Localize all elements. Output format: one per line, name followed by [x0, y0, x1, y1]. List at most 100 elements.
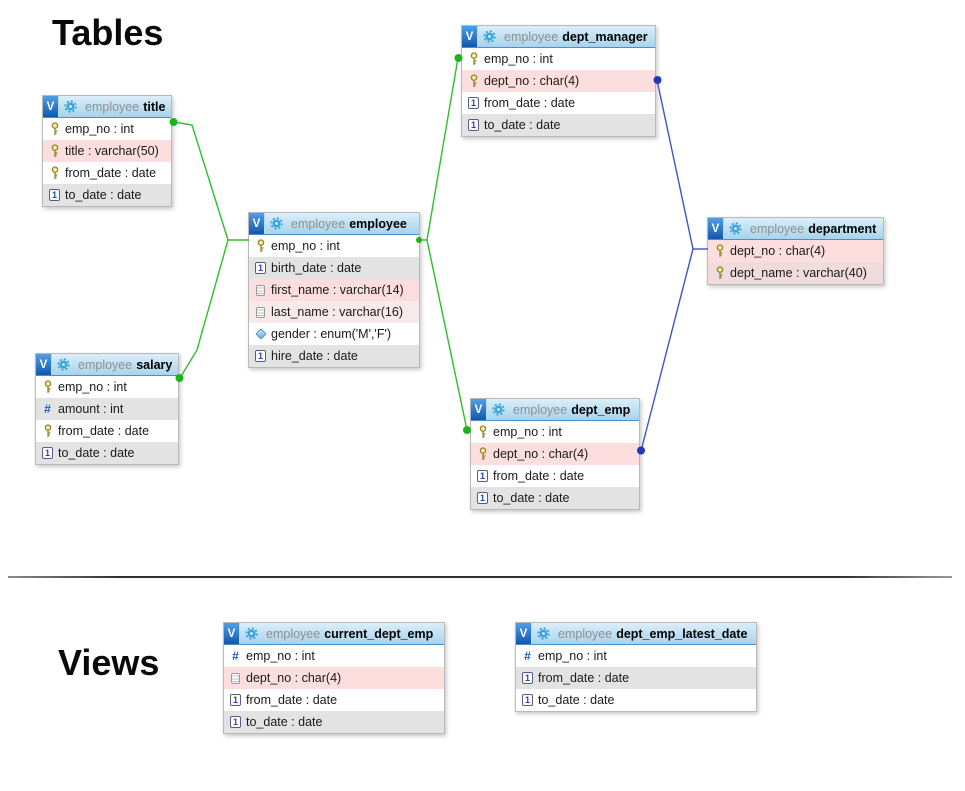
column-row[interactable]: dept_no : char(4)	[224, 667, 444, 689]
primary-key-icon	[476, 425, 489, 440]
date-icon: 1	[42, 447, 53, 459]
column-row[interactable]: 1 birth_date : date	[249, 257, 419, 279]
table-dept-emp: V employee dept_emp emp_no : int dept_no…	[470, 398, 640, 510]
section-divider	[8, 576, 952, 578]
schema-name: employee	[513, 402, 568, 417]
table-name: title	[143, 99, 166, 114]
table-title: V employee title emp_no : int title : va…	[42, 95, 172, 207]
table-name: department	[808, 221, 877, 236]
column-row[interactable]: 1 to_date : date	[36, 442, 178, 464]
table-header[interactable]: V employee dept_emp	[471, 399, 639, 421]
primary-key-icon	[48, 122, 61, 137]
view-badge-icon: V	[471, 399, 487, 420]
column-row[interactable]: emp_no : int	[36, 376, 178, 398]
date-icon: 1	[255, 262, 266, 274]
column-label: emp_no : int	[58, 380, 127, 394]
primary-key-icon	[467, 52, 480, 67]
primary-key-icon	[48, 166, 61, 181]
column-row[interactable]: 1 hire_date : date	[249, 345, 419, 367]
table-dept-manager: V employee dept_manager emp_no : int dep…	[461, 25, 656, 137]
primary-key-icon	[467, 74, 480, 89]
table-header[interactable]: V employee salary	[36, 354, 178, 376]
column-label: from_date : date	[246, 693, 338, 707]
column-label: hire_date : date	[271, 349, 358, 363]
column-row[interactable]: 1 to_date : date	[462, 114, 655, 136]
gear-icon	[64, 100, 77, 113]
column-label: to_date : date	[246, 715, 323, 729]
column-row[interactable]: emp_no : int	[462, 48, 655, 70]
column-label: last_name : varchar(16)	[271, 305, 404, 319]
table-header[interactable]: V employee current_dept_emp	[224, 623, 444, 645]
numeric-icon: #	[524, 649, 531, 663]
column-row[interactable]: 1 from_date : date	[462, 92, 655, 114]
enum-icon	[254, 328, 267, 340]
column-label: dept_no : char(4)	[730, 244, 826, 258]
column-row[interactable]: 1 to_date : date	[224, 711, 444, 733]
primary-key-icon	[41, 380, 54, 395]
text-field-icon	[256, 284, 265, 296]
column-row[interactable]: 1 to_date : date	[43, 184, 171, 206]
text-field-icon	[256, 306, 265, 318]
primary-key-icon	[48, 144, 61, 159]
schema-name: employee	[291, 216, 346, 231]
column-label: emp_no : int	[538, 649, 607, 663]
column-row[interactable]: first_name : varchar(14)	[249, 279, 419, 301]
column-row[interactable]: dept_no : char(4)	[708, 240, 883, 262]
column-label: gender : enum('M','F')	[271, 327, 392, 341]
table-name: employee	[349, 216, 407, 231]
date-icon: 1	[468, 119, 479, 131]
column-row[interactable]: dept_name : varchar(40)	[708, 262, 883, 284]
column-row[interactable]: 1 from_date : date	[516, 667, 756, 689]
column-row[interactable]: 1 from_date : date	[224, 689, 444, 711]
column-row[interactable]: last_name : varchar(16)	[249, 301, 419, 323]
primary-key-icon	[713, 244, 726, 259]
column-row[interactable]: emp_no : int	[471, 421, 639, 443]
gear-icon	[492, 403, 505, 416]
table-header[interactable]: V employee dept_manager	[462, 26, 655, 48]
column-row[interactable]: emp_no : int	[43, 118, 171, 140]
text-field-icon	[231, 672, 240, 684]
gear-icon	[270, 217, 283, 230]
column-row[interactable]: title : varchar(50)	[43, 140, 171, 162]
primary-key-icon	[254, 239, 267, 254]
column-label: emp_no : int	[271, 239, 340, 253]
table-header[interactable]: V employee title	[43, 96, 171, 118]
column-label: to_date : date	[493, 491, 570, 505]
primary-key-icon	[41, 424, 54, 439]
schema-name: employee	[266, 626, 321, 641]
column-row[interactable]: from_date : date	[43, 162, 171, 184]
date-icon: 1	[230, 694, 241, 706]
column-row[interactable]: gender : enum('M','F')	[249, 323, 419, 345]
column-label: from_date : date	[65, 166, 157, 180]
column-row[interactable]: # amount : int	[36, 398, 178, 420]
column-label: first_name : varchar(14)	[271, 283, 404, 297]
table-header[interactable]: V employee dept_emp_latest_date	[516, 623, 756, 645]
table-header[interactable]: V employee department	[708, 218, 883, 240]
table-name: dept_emp	[571, 402, 631, 417]
column-row[interactable]: 1 to_date : date	[471, 487, 639, 509]
view-current-dept-emp: V employee current_dept_emp # emp_no : i…	[223, 622, 445, 734]
column-row[interactable]: # emp_no : int	[516, 645, 756, 667]
column-row[interactable]: emp_no : int	[249, 235, 419, 257]
column-label: dept_name : varchar(40)	[730, 266, 867, 280]
table-name: dept_manager	[562, 29, 648, 44]
schema-name: employee	[85, 99, 140, 114]
column-label: to_date : date	[65, 188, 142, 202]
column-row[interactable]: dept_no : char(4)	[462, 70, 655, 92]
schema-name: employee	[78, 357, 133, 372]
column-row[interactable]: from_date : date	[36, 420, 178, 442]
column-label: to_date : date	[538, 693, 615, 707]
date-icon: 1	[49, 189, 60, 201]
column-row[interactable]: 1 from_date : date	[471, 465, 639, 487]
column-row[interactable]: # emp_no : int	[224, 645, 444, 667]
view-badge-icon: V	[708, 218, 724, 239]
table-header[interactable]: V employee employee	[249, 213, 419, 235]
column-label: emp_no : int	[484, 52, 553, 66]
view-badge-icon: V	[462, 26, 478, 47]
column-label: birth_date : date	[271, 261, 362, 275]
column-row[interactable]: 1 to_date : date	[516, 689, 756, 711]
gear-icon	[729, 222, 742, 235]
column-label: from_date : date	[493, 469, 585, 483]
table-name: current_dept_emp	[324, 626, 434, 641]
column-row[interactable]: dept_no : char(4)	[471, 443, 639, 465]
